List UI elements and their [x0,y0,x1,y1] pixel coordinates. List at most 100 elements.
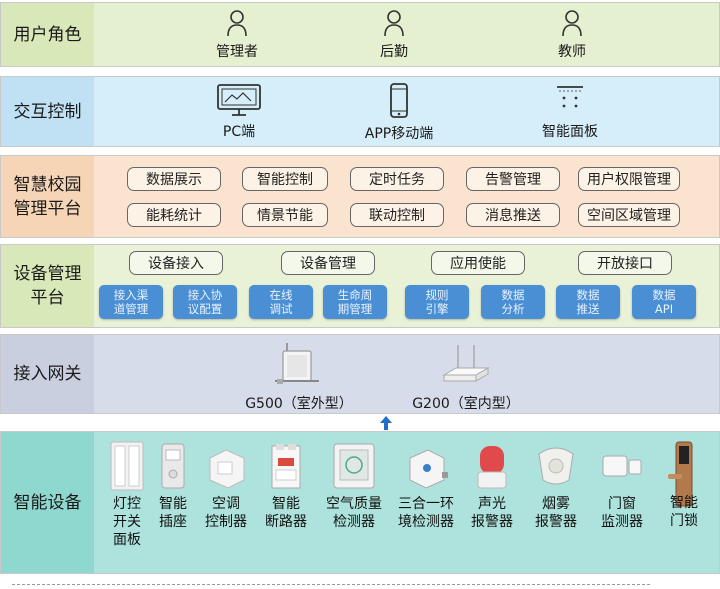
device-label-line: 断路器 [265,514,307,530]
gateway-content: G500（室外型） G200（室内型） [94,335,719,413]
interaction-content: PC端 APP移动端 智能面板 [94,77,719,146]
device-label-line: 门窗 [608,496,636,512]
door-sensor-icon [602,455,642,477]
device-label-line: 报警器 [471,514,513,530]
smoke-detector-icon [538,447,574,485]
client-label: 智能面板 [542,124,598,140]
group-pill: 开放接口 [578,251,672,275]
device-env-detector: 三合一环境检测器 [388,440,464,531]
device-smart-lock: 智能门锁 [656,440,712,530]
sub-line: 规则 [425,288,449,302]
role-label: 后勤 [380,44,408,60]
layer-label: 用户角色 [13,24,82,45]
device-label-line: 灯控 [113,496,141,512]
gateway-g500: G500（室外型） [244,341,354,413]
layer-label: 设备管理平台 [1,245,92,327]
role-logistics: 后勤 [359,9,429,61]
sub-line: 生命周 [337,288,373,302]
role-label: 管理者 [216,44,258,60]
group-pill: 设备接入 [129,251,223,275]
device-label-line: 报警器 [535,514,577,530]
gateway-label: G200（室内型） [412,396,520,412]
device-label-line: 开关 [113,514,141,530]
person-icon [562,10,582,37]
sub-module: 规则引擎 [405,285,469,319]
device-breaker: 智能断路器 [258,440,314,531]
group-pill: 应用使能 [431,251,525,275]
layer-label: 交互控制 [13,101,82,122]
device-smart-socket: 智能插座 [145,440,201,531]
layer-user-roles: 用户角色 管理者 后勤 教师 [0,2,720,67]
smart-panel-icon [557,86,583,108]
layer-interaction: 交互控制 PC端 APP移动端 智能面板 [0,76,720,147]
sub-module: 接入协议配置 [173,285,237,319]
sub-line: 道管理 [113,302,149,316]
device-label-line: 空气质量 [326,496,382,512]
device-ac-controller: 空调控制器 [198,440,254,531]
device-label-line: 控制器 [205,514,247,530]
device-smoke-alarm: 烟雾报警器 [528,440,584,531]
phone-icon [390,83,408,118]
dashed-divider [12,584,650,585]
module-pill: 智能控制 [242,167,328,191]
sub-line: 推送 [576,302,600,316]
person-icon [227,10,247,37]
device-label-line: 智能 [670,495,698,511]
ac-controller-icon [209,449,245,489]
sub-line: 分析 [501,302,525,316]
device-label-line: 面板 [113,532,141,548]
gateway-g200: G200（室内型） [406,341,526,413]
roles-content: 管理者 后勤 教师 [94,3,719,66]
module-pill: 空间区域管理 [578,203,680,227]
sub-module: 生命周期管理 [323,285,387,319]
client-label: PC端 [222,124,256,140]
layer-label: 智慧校园管理平台 [1,156,92,237]
sub-line: 数据 [576,288,600,302]
layer-platform: 智慧校园管理平台 数据展示 智能控制 定时任务 告警管理 用户权限管理 能耗统计… [0,155,720,238]
sub-line: 数据 [501,288,525,302]
devices-content: 灯控开关面板 智能插座 空调控制器 智能断路器 空气质量检测器 三合一环境检测器… [94,432,719,573]
device-mgmt-content: 设备接入 设备管理 应用使能 开放接口 接入渠道管理 接入协议配置 在线调试 生… [94,245,719,327]
device-label-line: 境检测器 [398,514,454,530]
monitor-icon [217,84,261,116]
sub-line: 接入协 [187,288,223,302]
platform-content: 数据展示 智能控制 定时任务 告警管理 用户权限管理 能耗统计 情景节能 联动控… [94,156,719,237]
client-label: APP移动端 [364,126,434,142]
group-pill: 设备管理 [281,251,375,275]
device-label-line: 三合一环 [398,496,454,512]
device-door-window: 门窗监测器 [594,440,650,531]
role-admin: 管理者 [202,9,272,61]
device-label-line: 智能 [272,496,300,512]
device-label-line: 烟雾 [542,496,570,512]
sub-module: 数据分析 [481,285,545,319]
role-teacher: 教师 [537,9,607,61]
outdoor-gateway-icon [275,343,319,384]
up-arrow-icon [380,416,392,430]
module-pill: 数据展示 [127,167,221,191]
layer-device-management: 设备管理平台 设备接入 设备管理 应用使能 开放接口 接入渠道管理 接入协议配置… [0,244,720,328]
layer-gateway: 接入网关 G500（室外型） G200（室内型） [0,334,720,414]
label-line: 智慧校园 [13,174,82,195]
sub-line: 在线 [269,288,293,302]
device-light-switch: 灯控开关面板 [99,440,155,549]
module-pill: 用户权限管理 [578,167,680,191]
device-label-line: 智能 [159,496,187,512]
light-switch-icon [110,441,144,491]
sub-line: 接入渠 [113,288,149,302]
device-sound-light-alarm: 声光报警器 [464,440,520,531]
circuit-breaker-icon [271,444,301,489]
sub-module: 接入渠道管理 [99,285,163,319]
device-label-line: 声光 [478,496,506,512]
person-icon [384,10,404,37]
sub-module: 在线调试 [249,285,313,319]
sub-line: 议配置 [187,302,223,316]
indoor-gateway-icon [442,345,490,382]
device-label-line: 门锁 [670,513,698,529]
sub-line: API [654,302,674,316]
device-air-quality: 空气质量检测器 [316,440,392,531]
sub-line: 调试 [269,302,293,316]
sub-line: 期管理 [337,302,373,316]
module-pill: 能耗统计 [127,203,221,227]
client-panel: 智能面板 [530,83,610,141]
